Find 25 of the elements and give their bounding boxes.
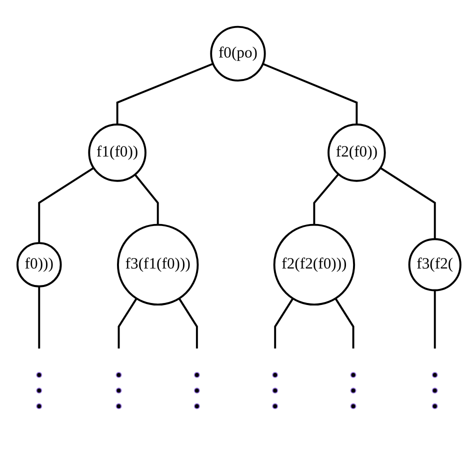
- tree-branch-line: [38, 286, 40, 349]
- ellipsis-dots: [36, 372, 42, 410]
- tree-branch-line: [116, 63, 214, 125]
- tree-branch-line: [38, 168, 94, 244]
- tree-node-circle: f2(f0)): [328, 124, 386, 182]
- ellipsis-dots: [116, 372, 122, 410]
- ellipsis-dots: [194, 372, 200, 410]
- tree-branch-line: [313, 174, 340, 226]
- tree-branch-line: [262, 63, 358, 125]
- tree-branch-line: [434, 290, 436, 349]
- tree-node-circle: f2(f2(f0))): [273, 224, 356, 306]
- tree-node-circle: f3(f2(: [408, 238, 462, 292]
- ellipsis-dots: [272, 372, 278, 410]
- tree-node-circle: f0(po): [210, 26, 266, 82]
- tree-branch-line: [118, 298, 138, 349]
- tree-node-circle: f1(f0)): [88, 124, 146, 182]
- tree-branch-line: [134, 174, 159, 226]
- tree-branch-line: [334, 298, 354, 349]
- tree-node-circle: f0))): [16, 242, 62, 288]
- tree-node-circle: f3(f1(f0))): [116, 224, 199, 306]
- tree-branch-line: [380, 168, 436, 240]
- ellipsis-dots: [432, 372, 438, 410]
- tree-branch-line: [178, 298, 198, 349]
- ellipsis-dots: [350, 372, 356, 410]
- tree-branch-line: [274, 298, 294, 349]
